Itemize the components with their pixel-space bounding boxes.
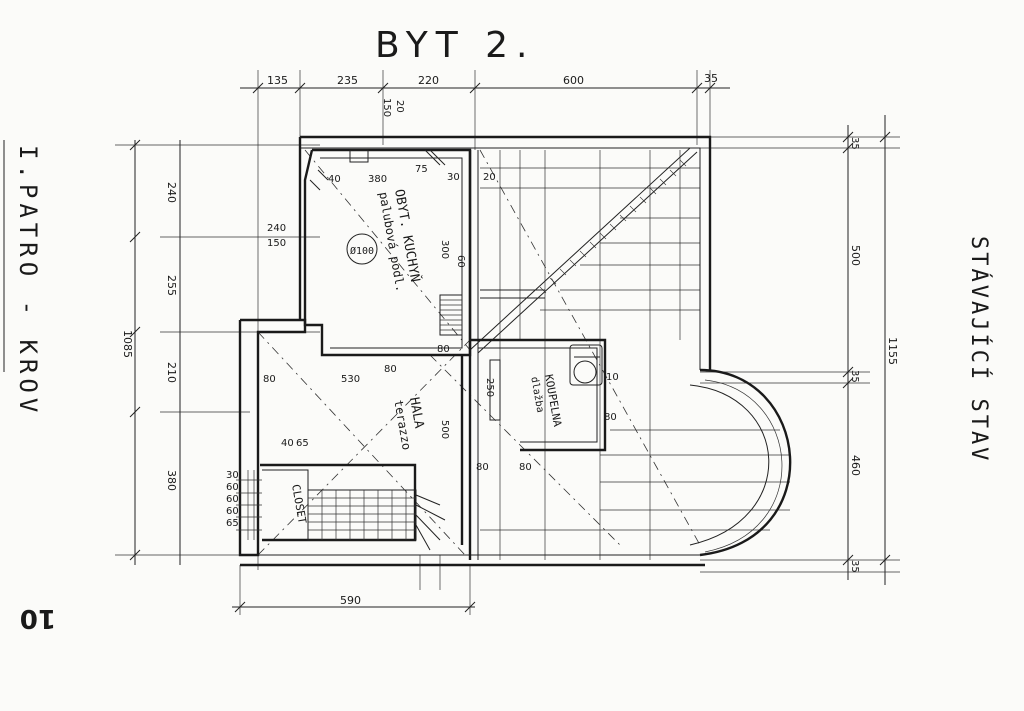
status-label: STÁVAJÍCÍ STAV	[966, 236, 992, 463]
dim-inner: 60	[455, 255, 466, 268]
closet-label: CLOSET	[289, 483, 309, 525]
top-dimensions: 135 235 220 600 35	[267, 72, 718, 87]
dim-inner: 150	[381, 98, 392, 117]
dim-inner: 20	[394, 100, 405, 113]
right-dimensions: 35 500 35 460 35 1155	[849, 137, 899, 573]
dim-inner: 80	[384, 364, 397, 375]
dim-inner: 30	[226, 470, 239, 481]
bathroom-label: KOUPELNA dlažba	[528, 373, 564, 428]
page-number: 10	[20, 603, 56, 633]
dim-top-1: 135	[267, 74, 288, 87]
dim-left-4: 380	[165, 470, 178, 491]
kitchen-label: OBYT. KUCHYŇ palubová podl.	[376, 188, 423, 293]
bathroom-name: KOUPELNA	[542, 373, 564, 428]
dim-inner: 10	[606, 372, 619, 383]
dim-inner: 60	[226, 482, 239, 493]
inner-dimensions: 150 20 240 150 40 380 75 30 20 300 60 80…	[226, 98, 619, 529]
dim-left-2: 255	[165, 275, 178, 296]
dim-right-total: 1155	[886, 337, 899, 365]
roof-structure	[257, 147, 790, 560]
closet-shelves	[236, 470, 262, 540]
dim-inner: 80	[519, 462, 532, 473]
dim-inner: 500	[439, 420, 450, 439]
table-size: Ø100	[350, 245, 374, 257]
dim-right-2: 500	[849, 245, 862, 266]
hall-label: HALA terazzo	[391, 396, 426, 451]
dim-inner: 75	[415, 164, 428, 175]
walls	[238, 135, 712, 567]
drawing-title: BYT 2.	[375, 25, 536, 66]
dim-inner: 30	[447, 172, 460, 183]
page-number-text: 10	[20, 603, 56, 633]
dim-right-1: 35	[849, 137, 860, 150]
dim-inner: 250	[484, 378, 495, 397]
dim-inner: 80	[437, 344, 450, 355]
kitchen-details	[309, 149, 446, 265]
bathroom-fixtures	[489, 344, 603, 421]
floor-label: I.PATRO - KROV	[14, 145, 42, 417]
dim-inner: 530	[341, 374, 360, 385]
dim-inner: 60	[226, 506, 239, 517]
dim-inner: 300	[439, 240, 450, 259]
dim-left-total: 1085	[121, 330, 134, 358]
dim-inner: 240	[267, 223, 286, 234]
dim-top-2: 235	[337, 74, 358, 87]
dim-inner: 80	[476, 462, 489, 473]
dim-bottom: 590	[340, 594, 361, 607]
dim-right-4: 460	[849, 455, 862, 476]
dim-inner: 40	[328, 174, 341, 185]
dim-inner: 60	[226, 494, 239, 505]
dim-right-3: 35	[849, 370, 860, 383]
dim-inner: 80	[263, 374, 276, 385]
dim-inner: 65	[296, 438, 309, 449]
closet-name: CLOSET	[289, 483, 309, 525]
dim-top-5: 35	[704, 72, 718, 85]
dim-inner: 380	[368, 174, 387, 185]
dim-left-1: 240	[165, 182, 178, 203]
dim-top-3: 220	[418, 74, 439, 87]
dim-top-4: 600	[563, 74, 584, 87]
dim-inner: 80	[604, 412, 617, 423]
floor-label-text: I.PATRO - KROV	[14, 145, 42, 417]
hall-name: HALA	[406, 396, 426, 430]
dim-inner: 40	[281, 438, 294, 449]
dim-left-3: 210	[165, 362, 178, 383]
left-dimensions: 240 255 210 380 1085	[121, 182, 178, 491]
staircase	[308, 294, 463, 551]
status-label-text: STÁVAJÍCÍ STAV	[966, 236, 992, 463]
dim-inner: 65	[226, 518, 239, 529]
curved-bay	[689, 368, 792, 557]
dim-inner: 150	[267, 238, 286, 249]
dimension-lines	[115, 70, 900, 615]
dim-inner: 20	[483, 172, 496, 183]
dim-right-5: 35	[849, 560, 860, 573]
